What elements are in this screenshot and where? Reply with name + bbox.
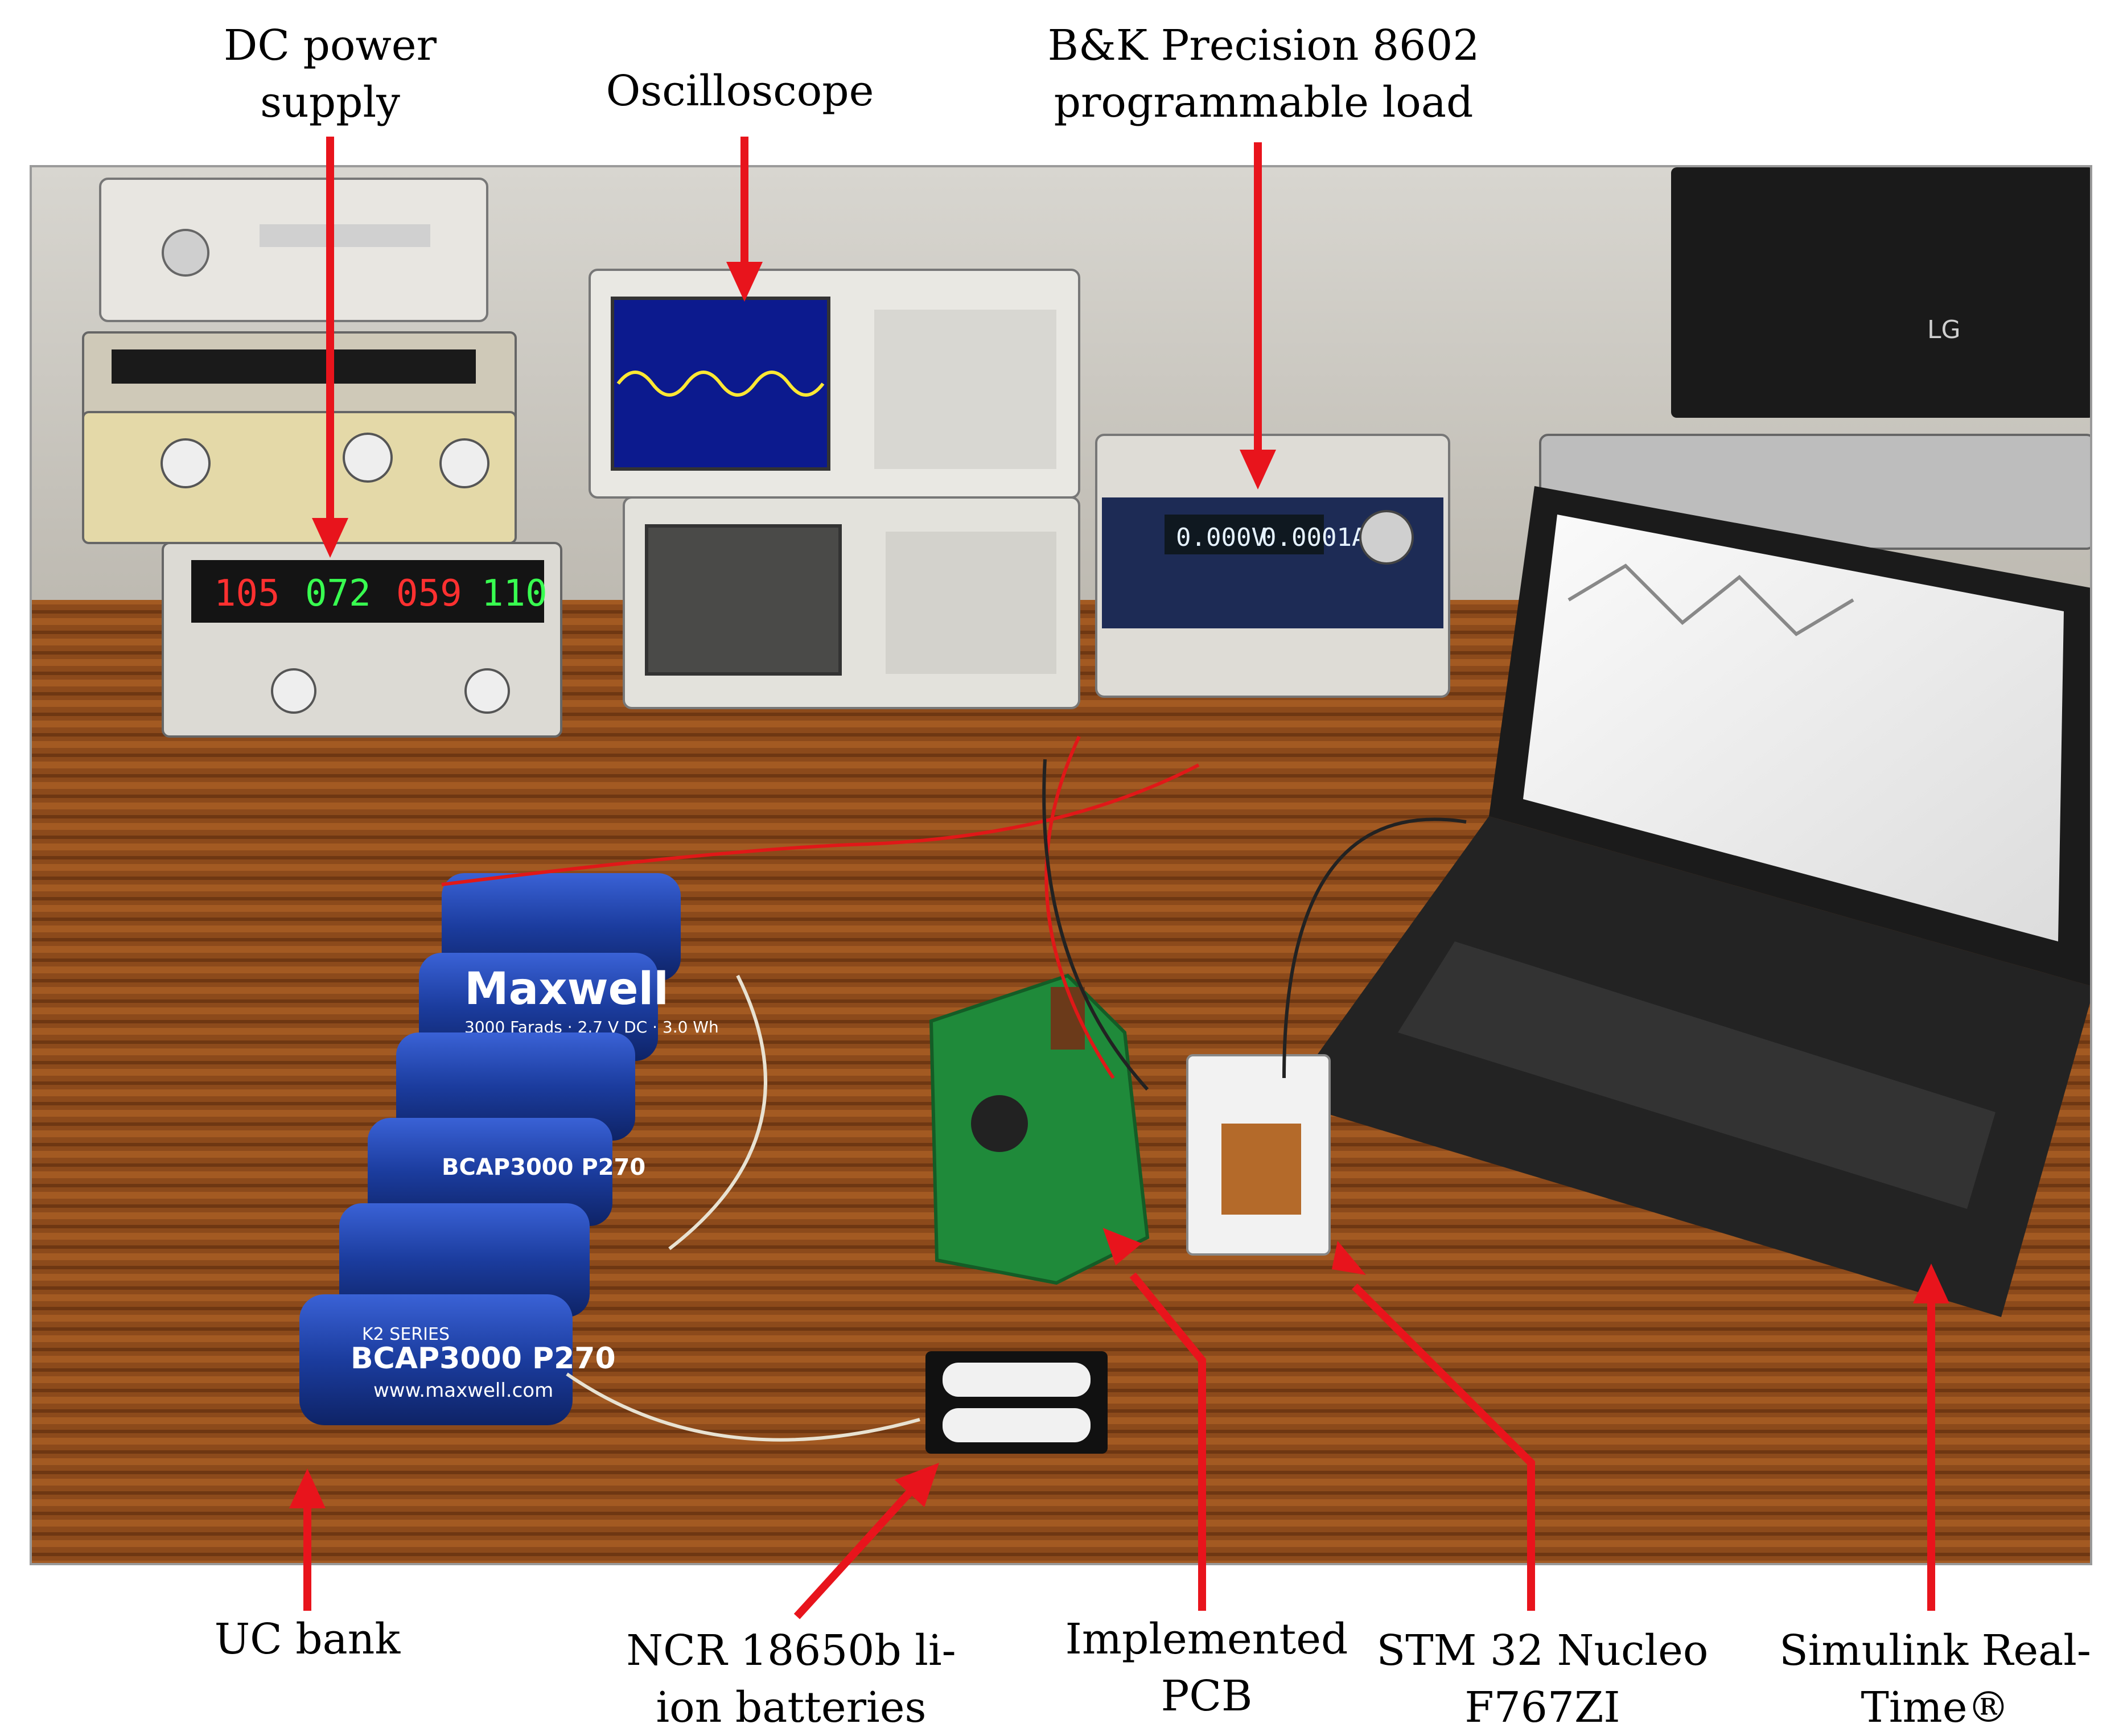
supply-readout-4: 110 (482, 573, 548, 615)
capacitor-url: www.maxwell.com (373, 1379, 553, 1402)
capacitor-brand-1: Maxwell (464, 964, 669, 1015)
label-uc-bank: UC bank (214, 1615, 401, 1664)
oscilloscope-stack (589, 269, 1080, 709)
uc-bank: Maxwell 3000 Farads · 2.7 V DC · 3.0 Wh … (299, 873, 719, 1425)
programmable-load: 0.000V 0.0001A (1095, 434, 1450, 698)
label-batteries: NCR 18650b li- ion batteries (626, 1626, 956, 1732)
load-readout-voltage: 0.000V (1176, 523, 1266, 552)
label-oscilloscope: Oscilloscope (606, 67, 874, 116)
supply-readout-1: 105 (214, 573, 280, 615)
supply-readout-3: 059 (396, 573, 462, 615)
lab-setup-photo: 105 072 059 110 0.000V 0.0001A (30, 165, 2092, 1565)
arrow-batteries (793, 1463, 939, 1619)
arrow-programmable-load (1240, 142, 1276, 489)
label-dc-power-supply: DC power supply (224, 21, 437, 127)
load-readout-current: 0.0001A (1261, 523, 1367, 552)
label-simulink: Simulink Real- Time® (1779, 1626, 2091, 1732)
supply-readout-2: 072 (305, 573, 371, 615)
arrow-simulink (1913, 1264, 1949, 1611)
arrow-oscilloscope (726, 137, 763, 302)
li-ion-batteries (925, 1351, 1108, 1454)
arrow-uc-bank (289, 1468, 326, 1611)
nucleo-board (1186, 1054, 1331, 1256)
capacitor-model-1: BCAP3000 P270 (442, 1154, 645, 1180)
monitor-brand: LG (1927, 315, 1961, 344)
capacitor-model-2: BCAP3000 P270 (351, 1342, 616, 1376)
laptop (1284, 486, 2090, 1317)
arrow-nucleo (1332, 1241, 1535, 1611)
label-pcb: Implemented PCB (1065, 1615, 1348, 1721)
arrow-dc-power-supply (312, 137, 348, 558)
wires (441, 735, 1467, 1442)
label-nucleo: STM 32 Nucleo F767ZI (1376, 1626, 1709, 1732)
implemented-pcb (929, 973, 1150, 1285)
arrow-pcb (1102, 1228, 1206, 1611)
dc-power-supply-stack: 105 072 059 110 (82, 178, 562, 738)
label-programmable-load: B&K Precision 8602 programmable load (1047, 21, 1480, 127)
capacitor-series: K2 SERIES (362, 1324, 450, 1344)
